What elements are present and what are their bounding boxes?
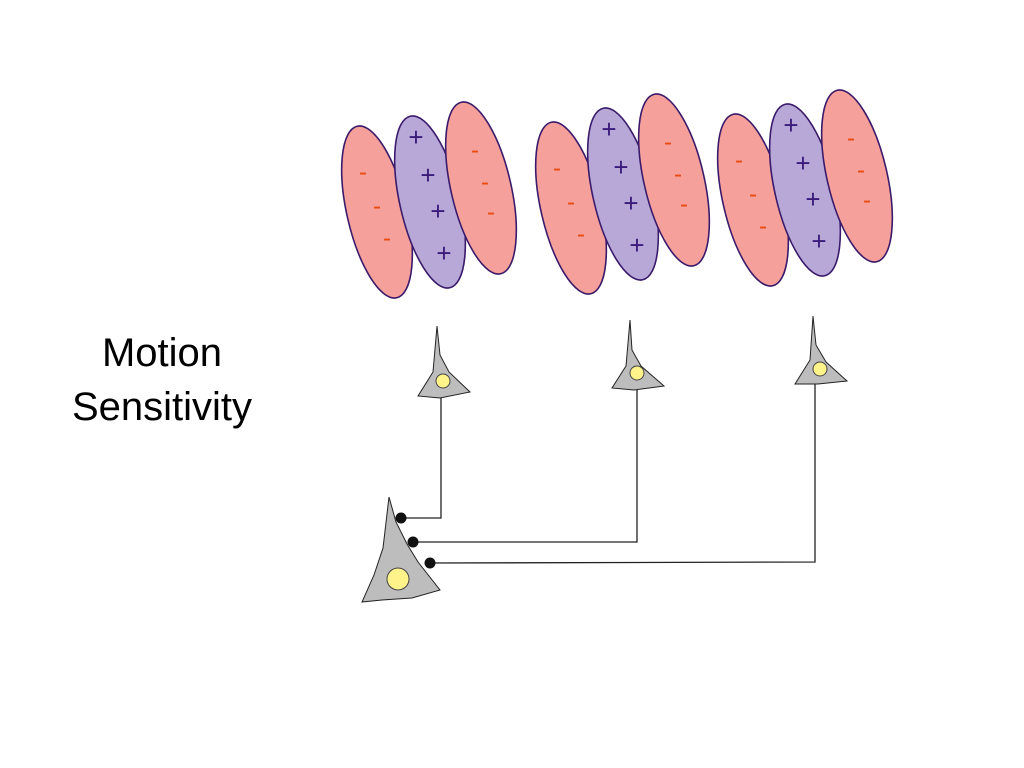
plus-sign: +	[783, 110, 798, 140]
plus-sign: +	[623, 188, 638, 218]
minus-sign: -	[373, 193, 381, 220]
connection-1	[395, 396, 442, 524]
axon-line	[402, 396, 442, 519]
receptive-field-1: ---++++---	[340, 101, 518, 299]
upper-neuron-1	[417, 325, 472, 399]
plus-sign: +	[795, 148, 810, 178]
minus-sign: -	[759, 213, 767, 240]
connection-2	[407, 388, 638, 548]
synapse-dot	[395, 512, 407, 524]
minus-sign: -	[567, 189, 575, 216]
minus-sign: -	[680, 191, 688, 218]
plus-sign: +	[408, 122, 423, 152]
receptive-field-3: ---++++---	[716, 89, 894, 287]
neuron-body	[361, 496, 441, 603]
inhibitory-region	[637, 93, 711, 267]
neurons	[361, 315, 849, 603]
synapse-dot	[424, 557, 436, 569]
neuron-body	[417, 325, 472, 399]
axon-line	[429, 384, 816, 564]
title-line-2: Sensitivity	[71, 385, 253, 429]
plus-sign: +	[805, 184, 820, 214]
neuron-nucleus	[812, 361, 828, 377]
neuron-nucleus	[629, 365, 645, 381]
minus-sign: -	[577, 221, 585, 248]
neuron-nucleus	[435, 373, 451, 389]
neuron-nucleus	[386, 567, 410, 591]
minus-sign: -	[553, 155, 561, 182]
minus-sign: -	[863, 187, 871, 214]
minus-sign: -	[664, 129, 672, 156]
slide-title: Motion Sensitivity	[40, 326, 284, 434]
minus-sign: -	[487, 199, 495, 226]
target-neuron	[361, 496, 441, 603]
plus-sign: +	[613, 152, 628, 182]
minus-sign: -	[471, 137, 479, 164]
minus-sign: -	[735, 147, 743, 174]
plus-sign: +	[420, 160, 435, 190]
title-line-1: Motion	[101, 331, 223, 375]
inhibitory-region	[444, 101, 518, 275]
neuron-body	[611, 319, 666, 391]
plus-sign: +	[436, 238, 451, 268]
upper-neuron-2	[611, 319, 666, 391]
minus-sign: -	[359, 159, 367, 186]
minus-sign: -	[674, 161, 682, 188]
receptive-fields: ---++++------++++------++++---	[340, 89, 894, 299]
plus-sign: +	[430, 196, 445, 226]
minus-sign: -	[481, 169, 489, 196]
inhibitory-region	[820, 89, 894, 263]
connection-3	[424, 384, 816, 569]
minus-sign: -	[857, 157, 865, 184]
neuron-body	[794, 315, 849, 385]
minus-sign: -	[847, 125, 855, 152]
upper-neuron-3	[794, 315, 849, 385]
axon-line	[414, 388, 638, 543]
receptive-field-2: ---++++---	[534, 93, 711, 295]
plus-sign: +	[811, 226, 826, 256]
plus-sign: +	[629, 230, 644, 260]
plus-sign: +	[601, 114, 616, 144]
minus-sign: -	[749, 181, 757, 208]
minus-sign: -	[383, 225, 391, 252]
connections	[395, 384, 816, 569]
synapse-dot	[407, 536, 419, 548]
